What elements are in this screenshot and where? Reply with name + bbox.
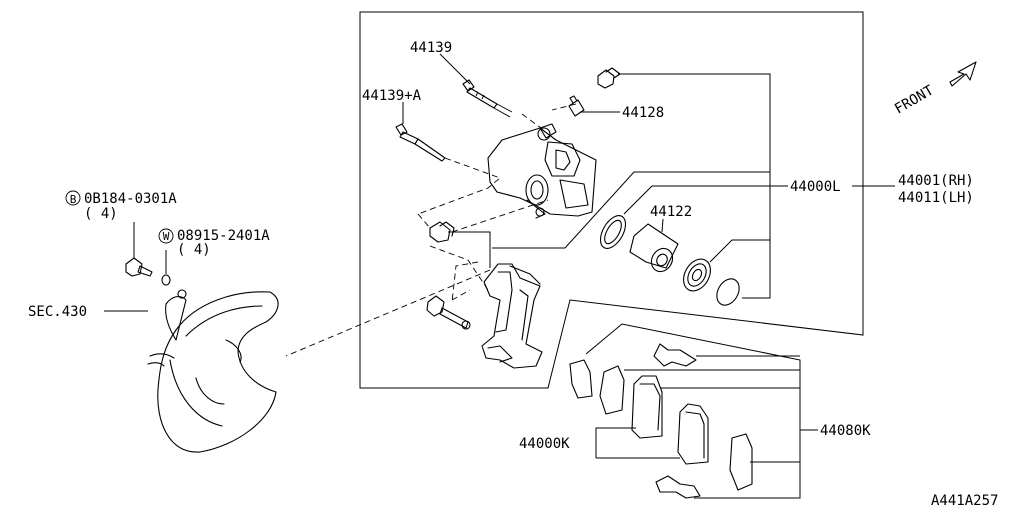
piston-seal xyxy=(599,215,627,249)
leader-44000k xyxy=(595,427,680,459)
bolt-marker: B xyxy=(70,193,77,206)
dust-boot xyxy=(683,258,711,292)
label-bolt-code: 0B184-0301A xyxy=(84,191,177,207)
brake-backing-plate xyxy=(147,289,279,453)
piston-44122 xyxy=(629,223,679,273)
label-bolt-qty: ( 4) xyxy=(84,206,118,222)
leader-44122 xyxy=(661,218,664,233)
caliper-mount-bolt-upper xyxy=(597,67,621,89)
label-44128: 44128 xyxy=(622,105,664,121)
washer-marker-circle xyxy=(158,228,174,244)
front-direction-arrow xyxy=(949,61,977,87)
pad-kit-44080k xyxy=(569,343,753,499)
leader-pin-boot xyxy=(448,231,491,268)
bolt-marker-circle xyxy=(65,190,81,206)
leaders-44080k xyxy=(585,323,818,499)
caliper-assembly-frame xyxy=(359,11,864,389)
hex-bolt-0b184 xyxy=(125,257,153,277)
caliper-body xyxy=(487,123,597,219)
label-44080k: 44080K xyxy=(820,423,871,439)
label-washer-code: 08915-2401A xyxy=(177,228,270,244)
label-44139-a: 44139+A xyxy=(362,88,422,104)
retaining-ring xyxy=(716,278,740,306)
guide-pin-44139 xyxy=(462,79,513,118)
bleeder-valve-44128 xyxy=(568,95,585,117)
assembly-dash-lines xyxy=(285,103,577,357)
diagram-id: A441A257 xyxy=(931,493,998,509)
leader-44139 xyxy=(439,53,471,85)
guide-bolt-lower xyxy=(426,295,471,330)
leaders-44000l xyxy=(492,73,788,299)
lock-washer-08915 xyxy=(161,274,171,286)
caliper-support-bracket xyxy=(481,263,543,369)
label-44122: 44122 xyxy=(650,204,692,220)
label-44001-rh: 44001(RH) xyxy=(898,173,974,189)
label-44011-lh: 44011(LH) xyxy=(898,190,974,206)
label-44000l: 44000L xyxy=(790,179,841,195)
label-washer-qty: ( 4) xyxy=(177,242,211,258)
label-sec-430: SEC.430 xyxy=(28,304,87,320)
label-44139: 44139 xyxy=(410,40,452,56)
guide-pin-44139-a xyxy=(395,123,446,162)
label-44000k: 44000K xyxy=(519,436,570,452)
label-front: FRONT xyxy=(892,82,937,117)
washer-marker: W xyxy=(163,230,170,243)
